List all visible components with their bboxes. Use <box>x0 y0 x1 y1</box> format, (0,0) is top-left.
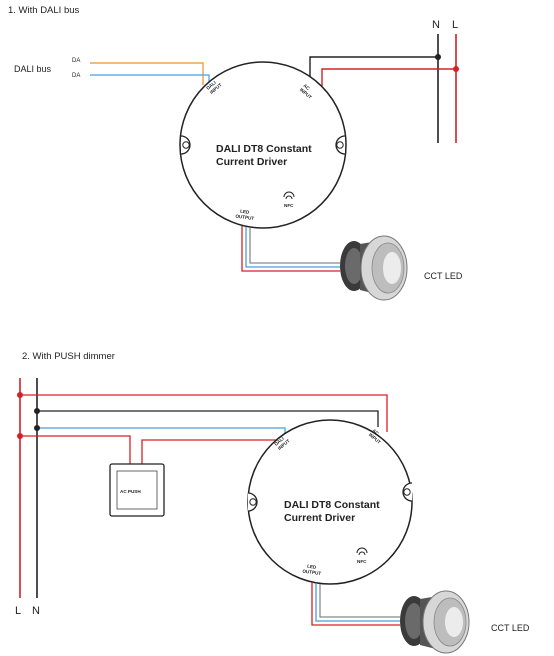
led-output-label-1: LED OUTPUT <box>235 208 255 221</box>
ac-push-switch <box>109 463 165 517</box>
nfc-label-2: NFC <box>357 559 367 564</box>
cct-led-lamp-2 <box>400 590 470 654</box>
n-label-1: N <box>432 19 440 31</box>
cct-led-label-2: CCT LED <box>491 623 530 633</box>
driver-2 <box>247 419 413 585</box>
da-bottom-label: DA <box>72 73 80 79</box>
led-output-wires-1 <box>241 226 340 272</box>
diagram2-title: 2. With PUSH dimmer <box>22 351 115 362</box>
driver-subtitle-1: Current Driver <box>216 156 287 168</box>
led-output-wires-2 <box>311 582 400 626</box>
driver-subtitle-2: Current Driver <box>284 512 355 524</box>
driver-1 <box>179 61 347 229</box>
driver-title-2: DALI DT8 Constant <box>284 499 380 511</box>
cct-led-label-1: CCT LED <box>424 271 463 281</box>
cct-led-lamp-1 <box>340 235 408 301</box>
da-top-label: DA <box>72 58 80 64</box>
l-label-2: L <box>15 605 21 617</box>
dali-bus-label: DALI bus <box>14 64 52 74</box>
nfc-icon-2 <box>356 547 368 556</box>
mains-wires-1 <box>309 34 459 143</box>
nfc-label-1: NFC <box>284 203 294 208</box>
driver-title-1: DALI DT8 Constant <box>216 143 312 155</box>
nfc-icon-1 <box>283 191 295 200</box>
ac-push-label: AC PUSH <box>120 489 141 494</box>
diagram1-title: 1. With DALI bus <box>8 5 80 16</box>
dali-bus-wires <box>90 62 210 90</box>
n-label-2: N <box>32 605 40 617</box>
l-label-1: L <box>452 19 458 31</box>
led-output-label-2: LED OUTPUT <box>302 563 322 576</box>
